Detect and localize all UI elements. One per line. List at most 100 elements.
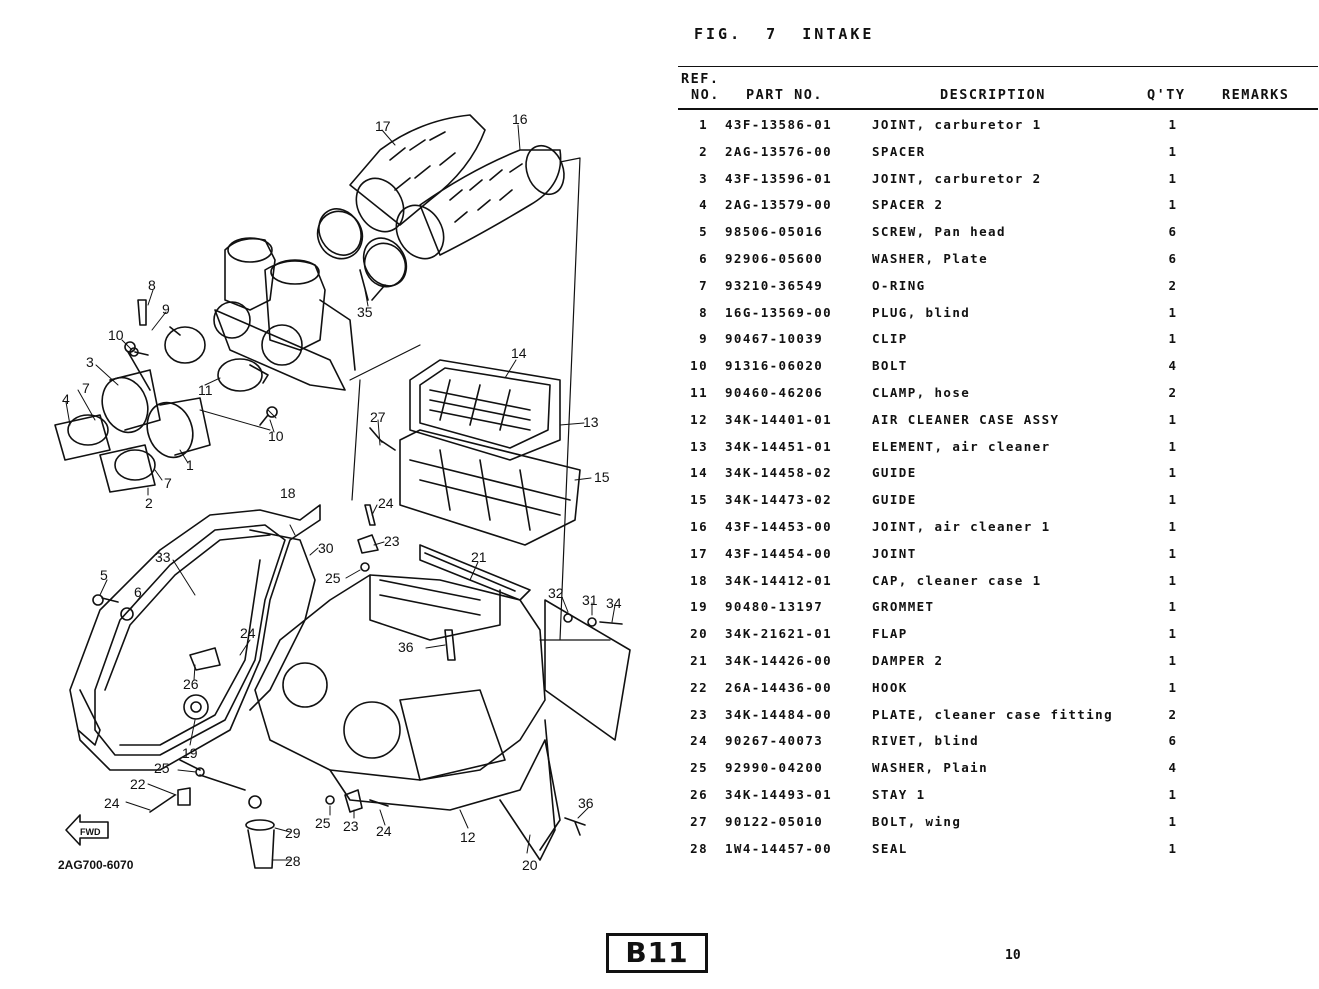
description: JOINT, carburetor 2 <box>872 170 1042 186</box>
callout-12: 12 <box>460 829 476 845</box>
description: O-RING <box>872 277 926 293</box>
part-no: 34K-14451-01 <box>725 438 833 454</box>
quantity: 1 <box>1168 117 1178 132</box>
description: CAP, cleaner case 1 <box>872 572 1042 588</box>
quantity: 6 <box>1168 224 1178 240</box>
quantity: 6 <box>1168 733 1178 749</box>
carburetor-joints <box>54 299 277 493</box>
part-no: 34K-14484-00 <box>725 706 833 722</box>
callout-13: 13 <box>583 414 599 430</box>
forward-arrow-icon <box>65 814 109 846</box>
description: AIR CLEANER CASE ASSY <box>872 411 1060 427</box>
part-no: 1W4-14457-00 <box>725 840 833 856</box>
quantity: 1 <box>1168 304 1178 320</box>
quantity: 4 <box>1168 358 1178 374</box>
callout-26: 26 <box>183 676 199 692</box>
description: SCREW, Pan head <box>872 224 1006 240</box>
quantity: 1 <box>1168 626 1178 642</box>
description: GROMMET <box>872 599 935 615</box>
carburetor-assembly <box>213 237 356 391</box>
part-no: 34K-14401-01 <box>725 411 833 427</box>
part-no: 43F-14454-00 <box>725 545 833 561</box>
quantity: 1 <box>1168 170 1178 186</box>
callout-24-middle: 24 <box>240 625 256 641</box>
description: PLATE, cleaner case fitting <box>872 706 1113 722</box>
callout-21: 21 <box>471 549 487 565</box>
callout-28: 28 <box>285 853 301 869</box>
callout-15: 15 <box>594 469 610 485</box>
callout-16: 16 <box>512 111 528 127</box>
quantity: 1 <box>1168 143 1178 159</box>
quantity: 1 <box>1168 411 1178 427</box>
table-row: 5 98506-05016 SCREW, Pan head 6 <box>678 218 1318 245</box>
part-no: 92906-05600 <box>725 250 824 266</box>
callout-14: 14 <box>511 345 527 361</box>
description: SEAL <box>872 840 908 856</box>
description: WASHER, Plate <box>872 250 989 266</box>
air-cleaner-case <box>254 574 561 851</box>
quantity: 2 <box>1168 706 1178 722</box>
callout-2: 2 <box>145 495 153 511</box>
callout-10-left: 10 <box>108 327 124 343</box>
callout-5: 5 <box>100 567 108 583</box>
fasteners <box>92 347 623 869</box>
ref-no: 25 <box>690 760 708 776</box>
callout-22: 22 <box>130 776 146 792</box>
ref-no: 1 <box>699 117 708 132</box>
part-no: 34K-21621-01 <box>725 626 833 642</box>
callout-1: 1 <box>186 457 194 473</box>
part-no: 43F-13586-01 <box>725 117 833 132</box>
description: FLAP <box>872 626 908 642</box>
ref-no: 5 <box>699 224 708 240</box>
intake-exploded-diagram: 17 16 8 9 10 3 7 4 11 10 1 7 2 35 14 13 … <box>54 111 631 873</box>
quantity: 1 <box>1168 652 1178 668</box>
ref-no: 12 <box>690 411 708 427</box>
description: GUIDE <box>872 492 917 508</box>
part-no: 34K-14412-01 <box>725 572 833 588</box>
quantity: 4 <box>1168 760 1178 776</box>
air-cleaner-joint-17 <box>318 114 486 256</box>
figure-title: FIG. 7 INTAKE <box>694 25 875 43</box>
ref-no: 9 <box>699 331 708 347</box>
quantity: 2 <box>1168 384 1178 400</box>
callout-17: 17 <box>375 118 391 134</box>
hose-clamps <box>164 210 407 392</box>
part-no: 98506-05016 <box>725 224 824 240</box>
header-top-rule <box>678 66 1318 67</box>
description: JOINT, carburetor 1 <box>872 117 1042 132</box>
callout-25-left: 25 <box>154 760 170 776</box>
quantity: 6 <box>1168 250 1178 266</box>
ref-no: 23 <box>690 706 708 722</box>
quantity: 1 <box>1168 197 1178 213</box>
flap <box>499 599 631 861</box>
callout-7-lower: 7 <box>164 475 172 491</box>
description: SPACER 2 <box>872 197 944 213</box>
callout-19: 19 <box>182 745 198 761</box>
ref-no: 8 <box>699 304 708 320</box>
callout-3: 3 <box>86 354 94 370</box>
quantity: 1 <box>1168 518 1178 534</box>
quantity: 1 <box>1168 840 1178 856</box>
callout-25-lower: 25 <box>315 815 331 831</box>
part-no: 26A-14436-00 <box>725 679 833 695</box>
description: BOLT, wing <box>872 813 962 829</box>
callout-4: 4 <box>62 391 70 407</box>
ref-no: 11 <box>690 384 708 400</box>
part-no: 90122-05010 <box>725 813 824 829</box>
callout-35: 35 <box>357 304 373 320</box>
ref-no: 10 <box>690 358 708 374</box>
description: WASHER, Plain <box>872 760 989 776</box>
callout-30: 30 <box>318 540 334 556</box>
part-no: 43F-13596-01 <box>725 170 833 186</box>
callout-24-lower: 24 <box>376 823 392 839</box>
